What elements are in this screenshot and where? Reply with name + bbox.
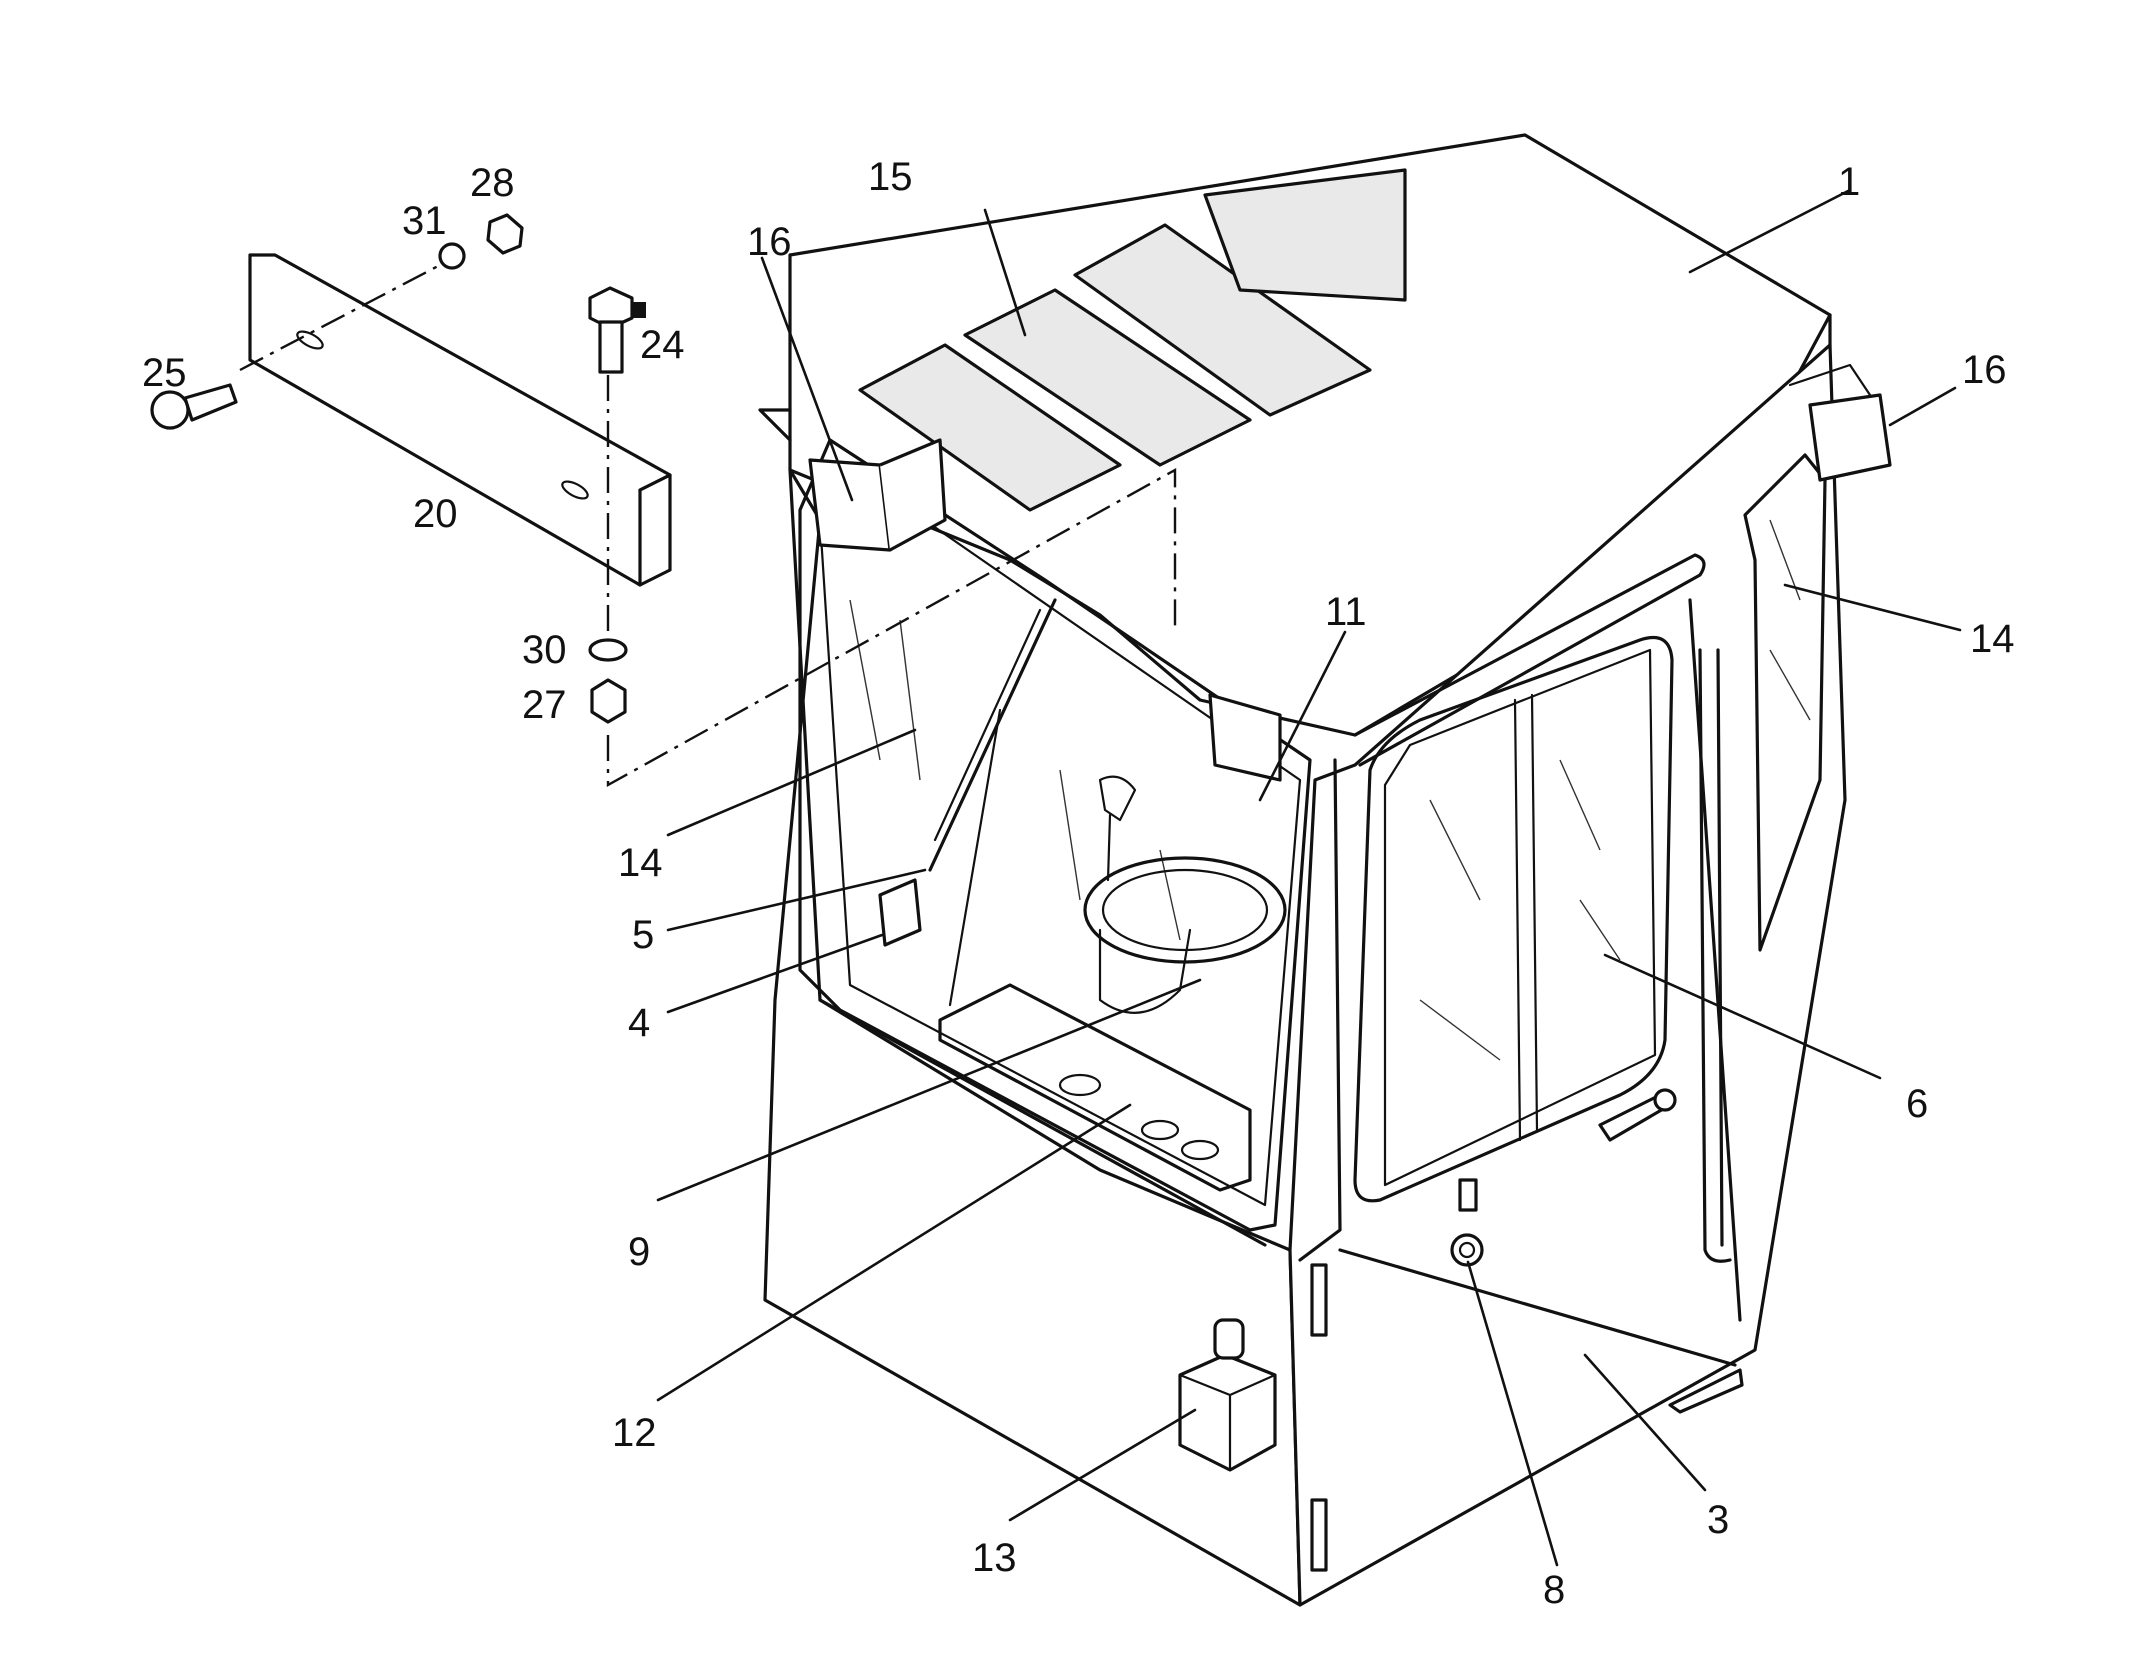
door-lock <box>1450 1178 1484 1267</box>
callout-31: 31 <box>402 199 447 243</box>
callout-4: 4 <box>628 1001 650 1045</box>
callout-6: 6 <box>1906 1082 1928 1126</box>
callout-1: 1 <box>1838 160 1860 204</box>
callout-16-left: 16 <box>747 220 792 264</box>
callout-12: 12 <box>612 1411 657 1455</box>
door-handle <box>1598 1088 1677 1142</box>
interior-light <box>1208 693 1282 782</box>
bolt-25 <box>150 383 238 430</box>
callout-20: 20 <box>413 492 458 536</box>
steering-wheel <box>1083 856 1287 964</box>
callout-24: 24 <box>640 323 685 367</box>
bolt-24 <box>588 286 646 374</box>
callout-5: 5 <box>632 913 654 957</box>
callout-14-left: 14 <box>618 841 663 885</box>
callout-8: 8 <box>1543 1568 1565 1612</box>
callout-3: 3 <box>1707 1498 1729 1542</box>
washer-31 <box>438 242 466 270</box>
callout-25: 25 <box>142 351 187 395</box>
callout-11: 11 <box>1325 590 1367 634</box>
callout-16-right: 16 <box>1962 348 2007 392</box>
wiper-arm <box>928 598 1057 872</box>
instrument-console <box>938 983 1252 1192</box>
callout-14-right: 14 <box>1970 617 2015 661</box>
callout-labels: 1 3 4 5 6 8 9 11 12 13 14 14 15 16 16 20… <box>142 155 2015 1612</box>
work-light-right <box>1788 363 1892 482</box>
mounting-bracket-assembly <box>150 213 1177 788</box>
cab-body <box>758 133 1847 1607</box>
work-light-left <box>808 438 947 552</box>
callout-9: 9 <box>628 1230 650 1274</box>
roof-insulation-pads <box>858 168 1407 512</box>
seat <box>1098 928 1192 1014</box>
washer-30 <box>588 638 628 662</box>
beacon-light-13 <box>1178 1318 1277 1472</box>
callout-30: 30 <box>522 628 567 672</box>
rear-side-window <box>1743 453 1827 952</box>
callout-27: 27 <box>522 683 567 727</box>
callout-15: 15 <box>868 155 913 199</box>
nut-27 <box>590 678 627 724</box>
cab-interior <box>878 598 1287 1192</box>
leader-lines <box>656 188 1962 1567</box>
callout-28: 28 <box>470 161 515 205</box>
door-window <box>1353 635 1674 1203</box>
nut-28 <box>486 213 524 255</box>
door <box>1298 598 1742 1367</box>
callout-13: 13 <box>972 1536 1017 1580</box>
